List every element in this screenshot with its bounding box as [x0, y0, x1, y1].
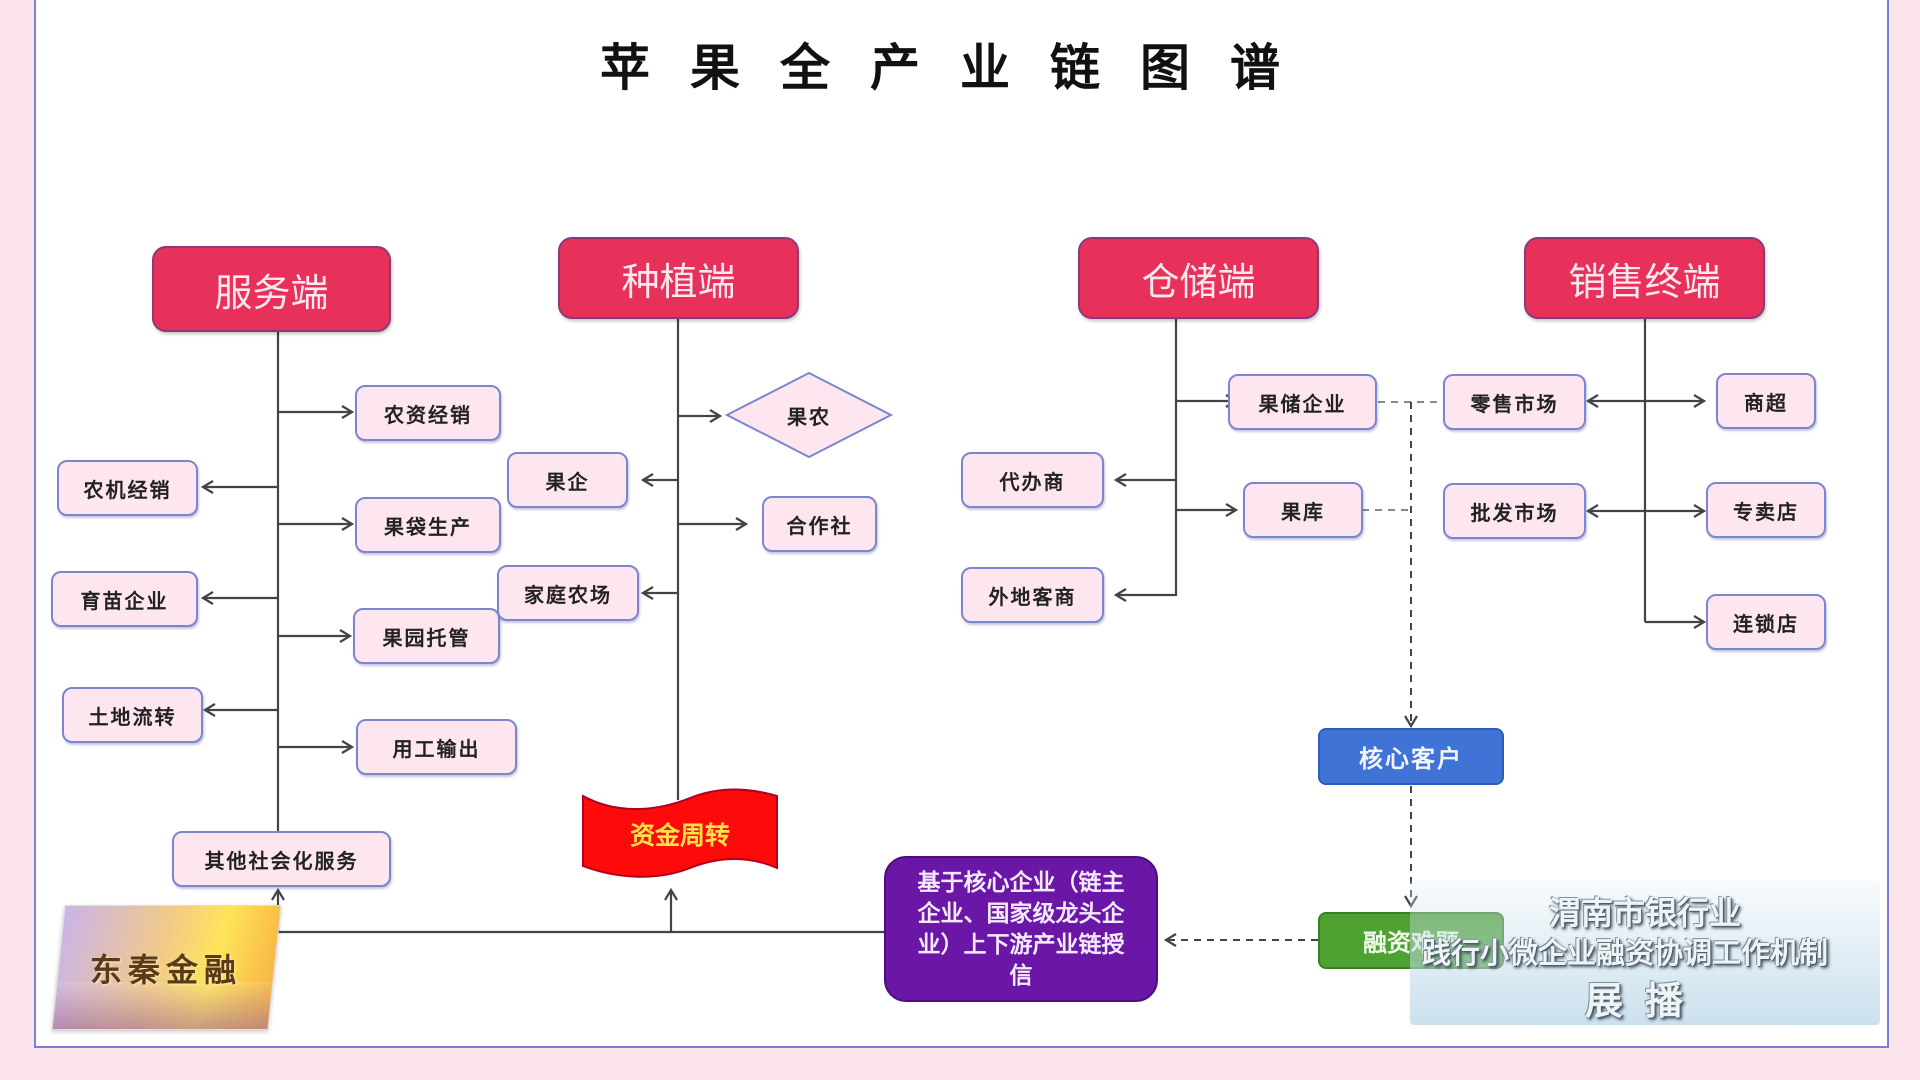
- node-liansuodian: 连锁店: [1706, 594, 1826, 650]
- caption-line-1: 渭南市银行业: [1548, 894, 1741, 932]
- header-planting: 种植端: [558, 237, 799, 319]
- node-nongzi-jingxiao: 农资经销: [355, 385, 501, 441]
- logo-text: 东秦金融: [90, 950, 243, 989]
- header-sales: 销售终端: [1524, 237, 1765, 319]
- node-guodai-shengchan: 果袋生产: [355, 497, 501, 553]
- caption-line-3: 展播: [1584, 979, 1705, 1023]
- capital-turnover-label: 资金周转: [629, 821, 730, 850]
- flag-shape: [582, 788, 778, 878]
- node-yumiao-qiye: 育苗企业: [51, 571, 198, 627]
- core-client-box: 核心客户: [1318, 728, 1504, 785]
- capital-turnover-flag: 资金周转: [580, 788, 780, 880]
- credit-solution-box: 基于核心企业（链主企业、国家级龙头企业）上下游产业链授信: [884, 856, 1158, 1002]
- broadcaster-logo: 东秦金融: [51, 905, 282, 1030]
- node-hezuoshe: 合作社: [762, 496, 877, 552]
- header-storage: 仓储端: [1078, 237, 1319, 319]
- node-guoyuan-tuoguan: 果园托管: [353, 608, 500, 664]
- node-guoku: 果库: [1243, 482, 1363, 538]
- node-daibanshang: 代办商: [961, 452, 1104, 508]
- node-guochu-qiye: 果储企业: [1228, 374, 1377, 430]
- program-caption: 渭南市银行业 践行小微企业融资协调工作机制 展播: [1410, 880, 1880, 1025]
- node-nongji-jingxiao: 农机经销: [57, 460, 198, 516]
- node-tudi-liuzhuan: 土地流转: [62, 687, 203, 743]
- guonong-label: 果农: [787, 404, 831, 429]
- node-pifa-shichang: 批发市场: [1443, 483, 1586, 539]
- node-jiating-nongchang: 家庭农场: [497, 565, 639, 621]
- node-guoqi: 果企: [507, 452, 628, 508]
- node-yonggong-shuchu: 用工输出: [356, 719, 517, 775]
- node-lingshou-shichang: 零售市场: [1443, 374, 1586, 430]
- node-zhuanmaidian: 专卖店: [1706, 482, 1826, 538]
- node-waidi-keshang: 外地客商: [961, 567, 1104, 623]
- node-other-social-services: 其他社会化服务: [172, 831, 391, 887]
- node-guonong: 果农: [724, 370, 894, 460]
- page-title: 苹果全产业链图谱: [600, 39, 1320, 97]
- header-service: 服务端: [152, 246, 391, 332]
- caption-line-2: 践行小微企业融资协调工作机制: [1421, 936, 1828, 970]
- diamond-shape: [724, 371, 894, 459]
- node-shangchao: 商超: [1716, 373, 1816, 429]
